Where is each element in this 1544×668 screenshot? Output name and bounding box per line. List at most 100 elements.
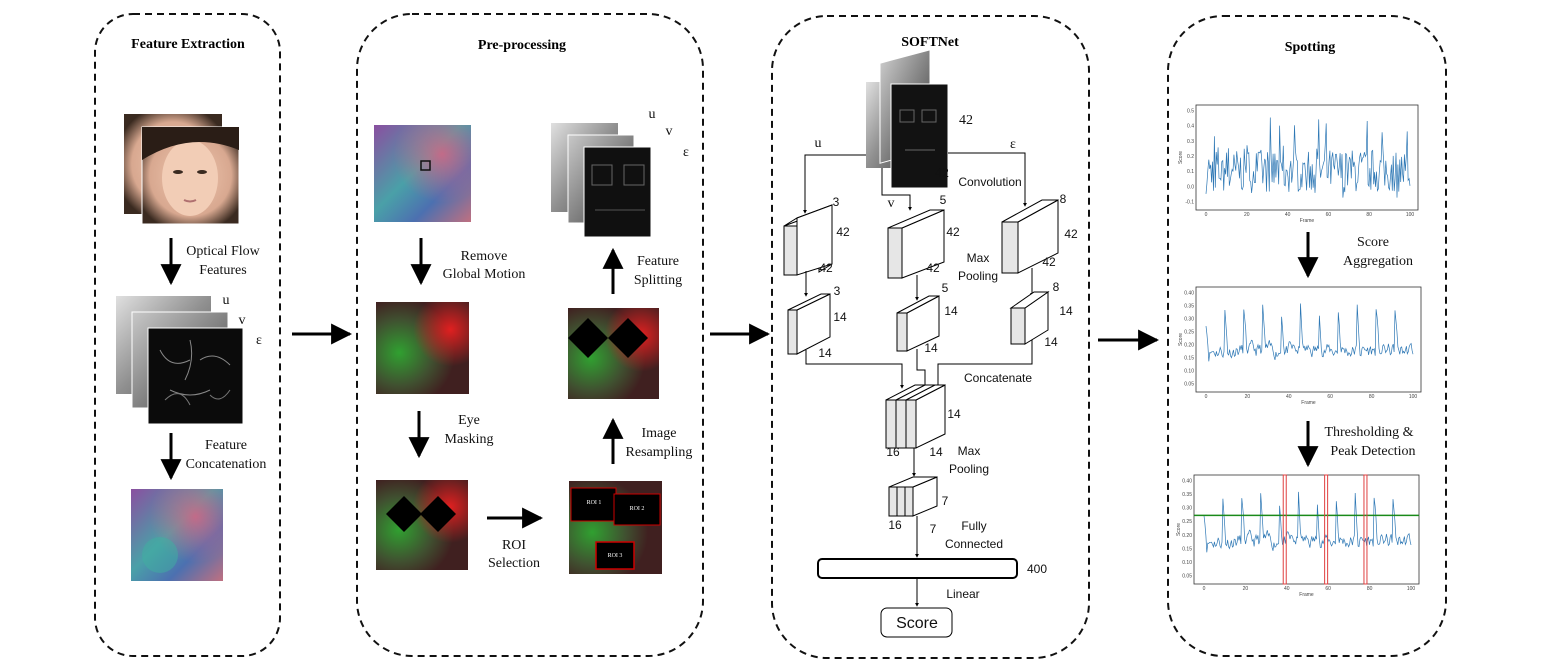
connector-concat-v bbox=[916, 349, 927, 389]
panel-preprocessing-frame bbox=[356, 13, 704, 657]
pool-block-u bbox=[787, 293, 831, 355]
label-fully-connected-line2: Connected bbox=[945, 537, 1003, 551]
pool-u-channels: 3 bbox=[834, 284, 841, 298]
branch-label-v: v bbox=[888, 196, 895, 211]
x-tick-label: 80 bbox=[1369, 394, 1375, 400]
x-tick-label: 100 bbox=[1409, 394, 1418, 400]
y-tick-label: 0.15 bbox=[1182, 546, 1192, 552]
label-roi-selection-line1: ROI bbox=[502, 538, 526, 553]
label-linear: Linear bbox=[946, 587, 979, 601]
y-tick-label: 0.1 bbox=[1187, 169, 1194, 175]
label-threshold-line2: Peak Detection bbox=[1330, 444, 1415, 459]
panel-spotting-frame bbox=[1167, 15, 1447, 657]
y-tick-label: 0.10 bbox=[1184, 369, 1194, 375]
x-tick-label: 60 bbox=[1326, 212, 1332, 218]
x-axis-label: Frame bbox=[1299, 592, 1314, 598]
pool2-channels: 16 bbox=[888, 518, 902, 532]
peak-marker bbox=[1282, 474, 1287, 585]
softnet-input-size: 42 bbox=[959, 113, 973, 128]
x-tick-label: 0 bbox=[1205, 212, 1208, 218]
plot-frame bbox=[1193, 474, 1420, 585]
plot-frame bbox=[1195, 286, 1422, 393]
concat-size: 14 bbox=[947, 407, 961, 421]
label-split-epsilon: ε bbox=[683, 145, 689, 160]
flow-image-with-nose-box bbox=[374, 125, 471, 222]
softnet-input-size2: 42 bbox=[935, 166, 949, 181]
conv-v-size: 42 bbox=[946, 225, 960, 239]
y-tick-label: 0.25 bbox=[1182, 519, 1192, 525]
peak-marker bbox=[1324, 474, 1329, 585]
split-feature-stack bbox=[551, 123, 652, 238]
label-remove-motion-line2: Global Motion bbox=[443, 267, 526, 282]
label-max-pooling-line1: Max bbox=[967, 251, 990, 265]
x-tick-label: 0 bbox=[1203, 586, 1206, 592]
y-tick-label: 0.15 bbox=[1184, 356, 1194, 362]
panel-softnet-frame bbox=[771, 15, 1090, 659]
panel-title-feature-extraction: Feature Extraction bbox=[131, 37, 245, 52]
y-tick-label: 0.5 bbox=[1187, 109, 1194, 115]
conv-u-size: 42 bbox=[836, 225, 850, 239]
y-tick-label: 0.0 bbox=[1187, 184, 1194, 190]
score-series-line bbox=[1205, 303, 1414, 362]
y-tick-label: -0.1 bbox=[1185, 200, 1194, 206]
peak-marker bbox=[1363, 474, 1368, 585]
concat-size2: 14 bbox=[929, 445, 943, 459]
panel-title-spotting: Spotting bbox=[1285, 40, 1336, 55]
label-score-aggregation-line1: Score bbox=[1357, 235, 1389, 250]
label-feature-concat-line1: Feature bbox=[205, 438, 247, 453]
conv-eps-size2: 42 bbox=[1042, 255, 1056, 269]
pool2-size2: 7 bbox=[930, 522, 937, 536]
y-tick-label: 0.20 bbox=[1182, 533, 1192, 539]
label-flow-epsilon: ε bbox=[256, 333, 262, 348]
pool-eps-size2: 14 bbox=[1044, 335, 1058, 349]
x-axis-label: Frame bbox=[1301, 400, 1316, 406]
branch-label-u: u bbox=[815, 136, 822, 151]
conv-block-v bbox=[887, 209, 945, 279]
connector-v-branch bbox=[881, 168, 912, 211]
connector-epsilon-branch bbox=[948, 152, 1027, 207]
label-optical-flow-line2: Features bbox=[199, 263, 246, 278]
roi-label-3: ROI 3 bbox=[608, 553, 623, 559]
x-tick-label: 40 bbox=[1285, 212, 1291, 218]
x-tick-label: 60 bbox=[1327, 394, 1333, 400]
roi-label-2: ROI 2 bbox=[630, 506, 645, 512]
conv-u-size2: 42 bbox=[819, 261, 833, 275]
concatenated-flow-image bbox=[131, 489, 223, 581]
y-tick-label: 0.35 bbox=[1182, 492, 1192, 498]
label-split-v: v bbox=[666, 124, 673, 139]
score-series-line bbox=[1203, 491, 1412, 553]
x-tick-label: 60 bbox=[1325, 586, 1331, 592]
conv-block-u bbox=[783, 204, 833, 276]
pool-v-channels: 5 bbox=[942, 281, 949, 295]
label-feature-splitting-line2: Splitting bbox=[634, 273, 682, 288]
label-max-pooling-line2: Pooling bbox=[958, 269, 998, 283]
dense-units: 400 bbox=[1027, 562, 1047, 576]
y-tick-label: 0.40 bbox=[1184, 291, 1194, 297]
label-feature-splitting-line1: Feature bbox=[637, 254, 679, 269]
x-tick-label: 40 bbox=[1284, 586, 1290, 592]
x-tick-label: 20 bbox=[1245, 394, 1251, 400]
conv-v-size2: 42 bbox=[926, 261, 940, 275]
connector-u-branch bbox=[803, 154, 866, 214]
x-tick-label: 20 bbox=[1243, 586, 1249, 592]
label-flow-v: v bbox=[239, 313, 246, 328]
y-tick-label: 0.3 bbox=[1187, 139, 1194, 145]
conv-eps-size: 42 bbox=[1064, 227, 1078, 241]
y-tick-label: 0.10 bbox=[1182, 560, 1192, 566]
y-tick-label: 0.40 bbox=[1182, 479, 1192, 485]
label-concatenate: Concatenate bbox=[964, 371, 1032, 385]
x-tick-label: 20 bbox=[1244, 212, 1250, 218]
x-tick-label: 100 bbox=[1407, 586, 1416, 592]
pool-block-2 bbox=[888, 476, 938, 517]
resampled-image bbox=[568, 308, 659, 399]
pool-block-v bbox=[896, 295, 940, 352]
y-tick-label: 0.2 bbox=[1187, 154, 1194, 160]
label-feature-concat-line2: Concatenation bbox=[186, 457, 267, 472]
label-eye-masking-line1: Eye bbox=[458, 413, 480, 428]
x-tick-label: 0 bbox=[1205, 394, 1208, 400]
x-tick-label: 100 bbox=[1406, 212, 1415, 218]
pool-v-size: 14 bbox=[944, 304, 958, 318]
label-convolution: Convolution bbox=[958, 175, 1021, 189]
